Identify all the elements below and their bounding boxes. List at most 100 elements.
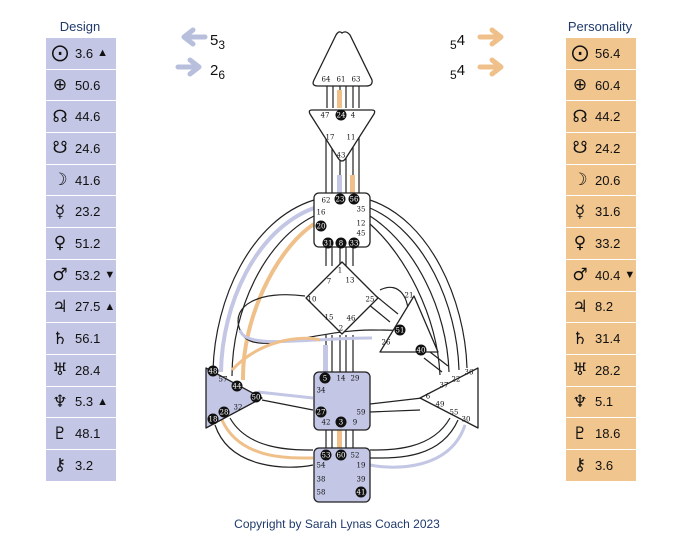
activation-row: ⊕60.4 (566, 69, 636, 102)
ajna-center (308, 109, 376, 162)
variable-sub: 3 (218, 38, 226, 52)
activation-row: ♆ 5.1 (566, 386, 636, 419)
saturn-icon: ♄ (572, 328, 588, 349)
neptune-icon: ♆ (572, 391, 588, 412)
activation-value: 27.5 (75, 299, 101, 315)
activation-value: 41.6 (75, 172, 101, 188)
variable-left-top: 53 (210, 32, 225, 52)
activation-row: ♀51.2 (46, 228, 116, 260)
mercury-icon: ☿ (54, 201, 66, 222)
activation-row: ♃ 8.2 (566, 291, 636, 324)
activation-row: ♃ 27.5▲ (46, 291, 116, 324)
gate-label: 49 (436, 401, 445, 409)
chiron-icon: ⚷ (573, 455, 587, 476)
personality-title: Personality (567, 19, 633, 34)
gate-label: 64 (322, 76, 331, 84)
north-node-icon: ☊ (52, 106, 68, 127)
gate-label: 31 (324, 240, 333, 248)
mars-icon: ♂ (572, 265, 588, 286)
activation-row: ♇48.1 (46, 418, 116, 450)
gate-activated-dot (335, 416, 347, 428)
gate-label: 59 (357, 409, 366, 417)
gate-label: 60 (337, 452, 346, 460)
activation-value: 20.6 (595, 172, 621, 188)
gate-label: 63 (352, 76, 361, 84)
gate-label: 7 (327, 278, 331, 286)
right-arrow-bottom (477, 57, 504, 77)
gate-label: 34 (317, 387, 326, 395)
sun-icon: ⨀ (571, 43, 589, 64)
activation-value: 50.6 (75, 77, 101, 93)
gate-label: 3 (339, 419, 343, 427)
activation-value: 28.2 (595, 362, 621, 378)
gate-activated-dot (394, 324, 406, 336)
gate-label: 18 (209, 416, 218, 424)
detriment-triangle-icon: ▼ (624, 269, 636, 282)
earth-icon: ⊕ (572, 75, 588, 96)
gate-label: 16 (317, 209, 326, 217)
gate-label: 39 (357, 476, 366, 484)
root-center (313, 447, 371, 503)
activation-value: 31.6 (595, 204, 621, 220)
activation-value: 3.6 (595, 457, 614, 473)
moon-icon: ☽ (572, 170, 588, 191)
activation-row: ♄56.1 (46, 323, 116, 355)
personality-activations-panel: ⨀56.4⊕60.4☊44.2☋24.2☽20.6☿31.6♀33.2♂40.4… (566, 38, 636, 482)
variable-right-bottom: 54 (450, 62, 465, 82)
activation-value: 3.2 (75, 457, 94, 473)
variable-value: 2 (210, 62, 219, 79)
activation-value: 56.1 (75, 331, 101, 347)
gate-label: 40 (417, 347, 426, 355)
gate-label: 25 (366, 296, 375, 304)
activation-value: 5.1 (595, 394, 614, 410)
variable-arrows (175, 27, 504, 77)
gate-label: 44 (233, 383, 242, 391)
gate-activated-dot (415, 344, 427, 356)
gate-activated-dot (320, 449, 332, 461)
gate-label: 14 (337, 375, 346, 383)
gate-label: 22 (452, 376, 461, 384)
gate-activated-dot (315, 406, 327, 418)
gate-label: 13 (346, 277, 355, 285)
gate-activated-dot (218, 406, 230, 418)
activation-value: 56.4 (595, 45, 621, 61)
activation-value: 8.2 (595, 299, 614, 315)
exalted-triangle-icon: ▲ (104, 300, 116, 313)
gate-label: 32 (234, 404, 243, 412)
channels (212, 85, 468, 469)
gate-activated-dot (348, 237, 360, 249)
activation-row: ⨀ 56.4 (566, 38, 636, 70)
gate-label: 42 (322, 419, 331, 427)
gate-activated-dot (355, 486, 367, 498)
gate-label: 1 (338, 267, 342, 275)
gate-label: 21 (405, 292, 414, 300)
variable-value: 4 (456, 32, 466, 49)
gate-activated-dot (207, 365, 219, 377)
mercury-icon: ☿ (574, 201, 586, 222)
gate-label: 28 (220, 409, 229, 417)
pluto-icon: ♇ (52, 423, 68, 444)
neptune-icon: ♆ (52, 391, 68, 412)
design-activations-panel: ⨀3.6▲⊕50.6☊44.6☋24.6☽41.6☿23.2♀51.2♂53.2… (46, 38, 116, 482)
gate-activated-dot (335, 109, 347, 121)
sun-icon: ⨀ (51, 43, 69, 64)
jupiter-icon: ♃ (52, 296, 68, 317)
activation-row: ☽ 20.6 (566, 164, 636, 197)
gate-label: 35 (357, 206, 366, 214)
venus-icon: ♀ (53, 233, 67, 254)
gate-label: 56 (350, 196, 359, 204)
activation-row: ☊44.2 (566, 101, 636, 134)
gate-label: 12 (357, 220, 366, 228)
uranus-icon: ♅ (572, 360, 588, 381)
gate-label: 61 (337, 76, 346, 84)
activation-value: 31.4 (595, 331, 621, 347)
gate-label: 8 (339, 240, 343, 248)
jupiter-icon: ♃ (572, 296, 588, 317)
activation-row: ♄ 31.4 (566, 323, 636, 355)
south-node-icon: ☋ (572, 138, 588, 159)
mars-icon: ♂ (52, 265, 68, 286)
gate-activated-dot (231, 380, 243, 392)
gate-activated-dot (322, 237, 334, 249)
gate-label: 24 (337, 112, 346, 120)
gate-label: 26 (382, 339, 391, 347)
